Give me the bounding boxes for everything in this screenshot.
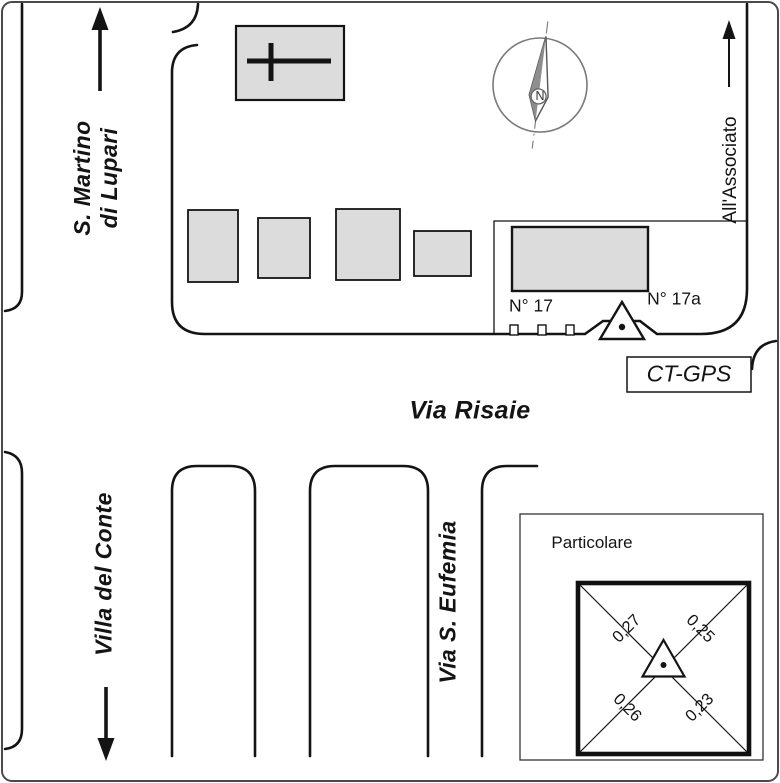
arrow-up-s-martino-icon	[91, 7, 109, 30]
street-label-line: di Lupari	[96, 127, 122, 229]
house-number-17a: N° 17a	[647, 288, 701, 309]
block-outline-1	[170, 464, 257, 758]
block-outline-2	[308, 464, 430, 758]
fence-post-icon	[537, 324, 547, 336]
house-number-17: N° 17	[509, 295, 553, 316]
detail-inset-title: Particolare	[551, 533, 633, 552]
gps-point-symbol	[597, 299, 647, 341]
survey-triangle-icon	[640, 637, 687, 678]
building-2	[257, 217, 311, 279]
buildings	[187, 24, 650, 293]
road-edge-main	[170, 2, 749, 336]
parcel-boundary	[493, 220, 748, 333]
compass-needle-icon	[528, 21, 549, 149]
survey-point-dot	[660, 662, 667, 668]
gps-label-box	[626, 356, 752, 393]
road-edge-left-bottom	[3, 450, 24, 751]
road-edge-eufemia-east	[480, 464, 539, 758]
building-n17	[510, 225, 650, 293]
street-label-villa-del-conte: Villa del Conte	[90, 492, 117, 656]
detail-inset	[519, 513, 764, 761]
survey-triangle-icon	[597, 299, 647, 341]
fence-marks	[509, 324, 575, 336]
direction-arrows	[91, 7, 736, 761]
building-1	[187, 209, 239, 283]
street-label-all-associato: All'Associato	[720, 116, 741, 224]
building-3	[335, 208, 401, 281]
street-label-line: S. Martino	[69, 120, 95, 236]
street-label-s-martino: S. Martino di Lupari	[69, 120, 123, 235]
compass-hub	[530, 88, 547, 105]
road-corner-top	[171, 2, 200, 34]
road-corner-southeast	[750, 339, 778, 371]
arrow-down-villa-del-conte-icon	[97, 738, 115, 761]
compass-rose	[492, 21, 588, 149]
street-label-via-s-eufemia: Via S. Eufemia	[434, 520, 461, 684]
building-4	[413, 230, 472, 277]
fence-post-icon	[565, 324, 575, 336]
survey-point-dot	[618, 323, 626, 331]
road-edge-left-top	[3, 2, 24, 313]
gps-box-label: CT-GPS	[646, 360, 732, 387]
fence-post-icon	[509, 324, 519, 336]
compass-north-label: N	[535, 89, 545, 103]
compass-axis-line	[531, 21, 549, 149]
road-lines	[3, 2, 778, 758]
street-label-via-risaie: Via Risaie	[409, 396, 531, 425]
compass-circle	[492, 37, 588, 133]
arrow-up-associato-icon	[722, 20, 736, 39]
